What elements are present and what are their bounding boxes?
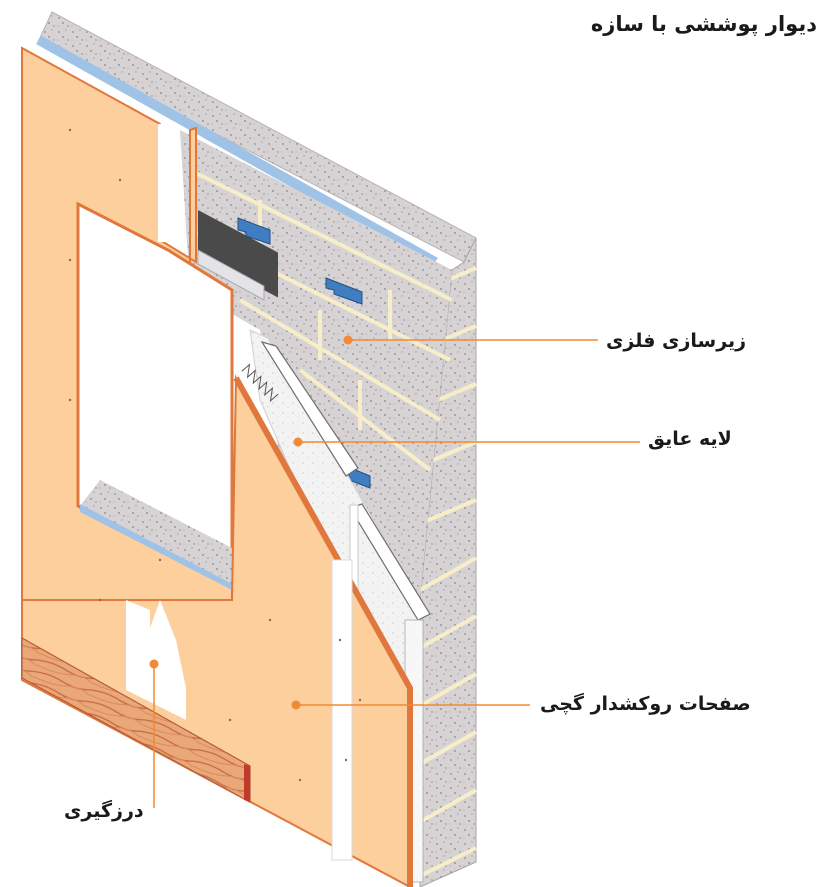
label-metal-frame: زیرسازی فلزی: [606, 330, 747, 352]
label-joint-filling: درزگیری: [64, 800, 144, 822]
gypsum-board-upper: [21, 46, 234, 601]
label-gypsum-board: صفحات روکشدار گچی: [540, 693, 751, 715]
label-insulation: لایه عایق: [648, 428, 732, 450]
leader-dots: [149, 335, 353, 710]
wooden-skirting: [21, 636, 251, 804]
board-marker: [291, 700, 301, 710]
gypsum-board-main: [21, 374, 413, 887]
metal-frame-marker: [343, 335, 353, 345]
joint-marker: [149, 659, 159, 669]
screw-dots: [68, 128, 362, 782]
insulation-marker: [293, 437, 303, 447]
diagram-title: دیوار پوششی با سازه: [590, 12, 817, 36]
leader-lines: [153, 339, 640, 808]
